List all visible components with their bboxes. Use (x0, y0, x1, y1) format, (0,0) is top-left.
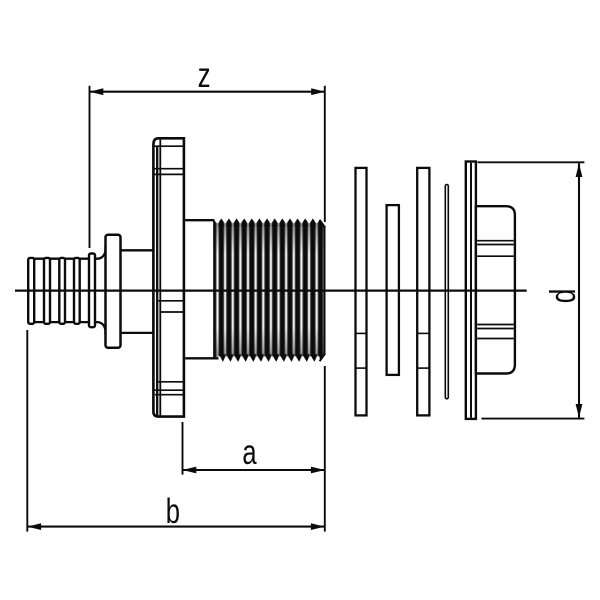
svg-text:z: z (198, 55, 211, 95)
svg-text:a: a (242, 432, 257, 472)
svg-text:d: d (542, 289, 583, 304)
svg-text:b: b (166, 491, 180, 531)
